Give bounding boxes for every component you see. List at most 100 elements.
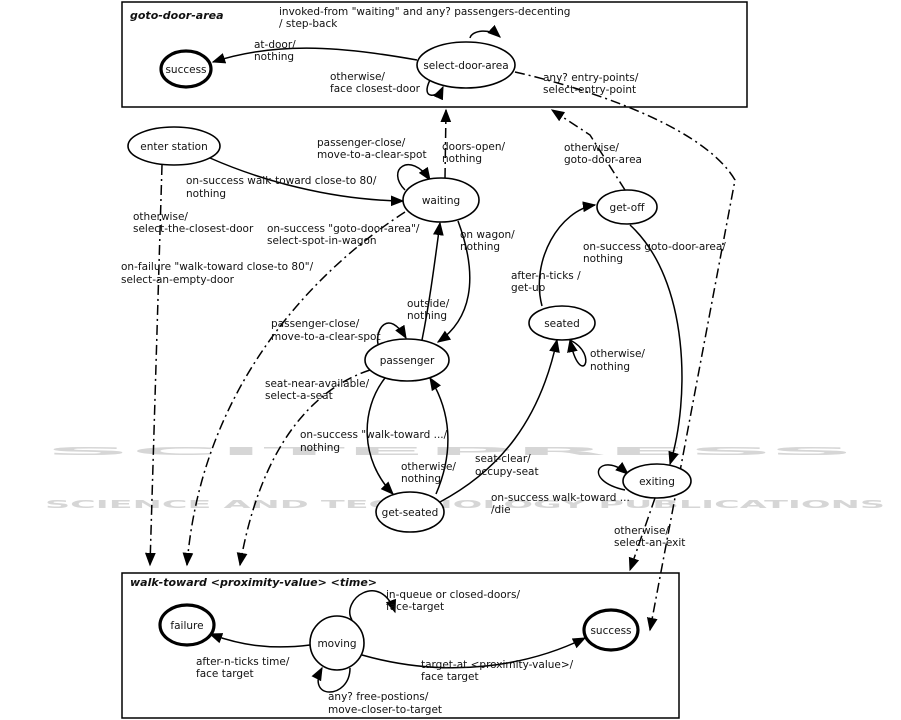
label-on-success-die: on-success walk-toward ... xyxy=(491,492,630,504)
edge-seat-clear xyxy=(439,338,560,503)
edge-doors-open xyxy=(440,108,452,179)
label-otherwise-exit: select-an-exit xyxy=(614,537,685,549)
state-label: enter station xyxy=(140,141,207,153)
label-on-success-goto2: on-success goto-door-area/ xyxy=(583,241,726,253)
edge-on-wagon xyxy=(436,220,471,343)
state-moving: moving xyxy=(309,615,365,671)
label-otherwise-gs: nothing xyxy=(401,473,441,485)
label-seat-near: select-a-seat xyxy=(265,390,333,402)
label-otherwise-seated: nothing xyxy=(590,361,630,373)
label-in-queue: face-target xyxy=(386,601,444,613)
label-free-positions: any? free-postions/ xyxy=(328,691,429,703)
label-otherwise-goto: otherwise/ xyxy=(564,142,619,154)
edge-enter-waiting xyxy=(209,157,405,207)
label-seat-clear: occupy-seat xyxy=(475,466,539,478)
state-label: select-door-area xyxy=(423,60,508,72)
label-invoked: invoked-from "waiting" and any? passenge… xyxy=(279,6,570,18)
state-get-seated: get-seated xyxy=(375,491,445,533)
edge-at-door xyxy=(211,47,418,64)
state-success-top: success xyxy=(159,49,213,89)
label-otherwise-gs: otherwise/ xyxy=(401,461,456,473)
label-otherwise-closest: otherwise/ xyxy=(133,211,188,223)
edge-outside xyxy=(421,221,444,341)
label-seat-near: seat-near-available/ xyxy=(265,378,370,390)
edge-otherwise-exit xyxy=(628,497,656,572)
label-seat-clear: seat-clear/ xyxy=(475,453,531,465)
state-label: exiting xyxy=(639,476,675,488)
state-label: waiting xyxy=(422,195,460,207)
label-on-wagon: on wagon/ xyxy=(460,229,515,241)
edge-otherwise-goto xyxy=(550,109,626,191)
label-otherwise-exit: otherwise/ xyxy=(614,525,669,537)
edge-on-failure xyxy=(182,211,406,567)
label-at-door: nothing xyxy=(254,51,294,63)
label-at-door: at-door/ xyxy=(254,39,296,51)
label-doors-open: doors-open/ xyxy=(442,141,505,153)
label-outside: outside/ xyxy=(407,298,450,310)
state-label: seated xyxy=(544,318,580,330)
label-on-success-walk2: on-success "walk-toward .../ xyxy=(300,429,448,441)
label-otherwise-closest-door: otherwise/ xyxy=(330,71,385,83)
state-success-bottom: success xyxy=(582,608,640,652)
state-exiting: exiting xyxy=(622,463,692,499)
label-doors-open: nothing xyxy=(442,153,482,165)
label-entry-points: select-entry-point xyxy=(543,84,636,96)
watermark-sub: SCIENCE AND TECHNOLOGY PUBLICATIONS xyxy=(45,499,885,511)
edge-otherwise-closest xyxy=(144,164,163,567)
edge-waiting-self xyxy=(397,164,431,191)
edge-step-back xyxy=(469,24,502,39)
state-label: failure xyxy=(170,620,203,632)
label-otherwise-seated: otherwise/ xyxy=(590,348,645,360)
label-on-success-walk: nothing xyxy=(186,188,226,200)
label-entry-points: any? entry-points/ xyxy=(543,72,639,84)
label-otherwise-closest-door: face closest-door xyxy=(330,83,421,95)
label-invoked: / step-back xyxy=(279,18,338,30)
edge-otherwise-gs xyxy=(429,376,449,495)
edge-exiting-self xyxy=(597,461,630,491)
state-get-off: get-off xyxy=(596,189,658,225)
label-on-wagon: nothing xyxy=(460,241,500,253)
edge-after-ticks xyxy=(208,633,311,648)
label-on-success-goto2: nothing xyxy=(583,253,623,265)
label-passenger-close-2: move-to-a-clear-spot xyxy=(271,331,381,343)
walk-toward-box xyxy=(121,572,680,719)
state-passenger: passenger xyxy=(364,338,450,382)
state-failure: failure xyxy=(158,603,216,647)
state-waiting: waiting xyxy=(402,177,480,223)
label-otherwise-closest: select-the-closest-door xyxy=(133,223,254,235)
label-after-ticks-time: face target xyxy=(196,668,254,680)
state-label: moving xyxy=(317,638,356,650)
label-on-success-walk: on-success walk-toward close-to 80/ xyxy=(186,175,377,187)
state-select-door-area: select-door-area xyxy=(416,41,516,89)
edge-get-up xyxy=(538,201,597,307)
state-label: get-seated xyxy=(382,507,439,519)
label-outside: nothing xyxy=(407,310,447,322)
label-after-n-ticks: after-n-ticks / xyxy=(511,270,581,282)
label-on-success-goto: select-spot-in-wagon xyxy=(267,235,377,247)
label-otherwise-goto: goto-door-area xyxy=(564,154,642,166)
label-target-at: target-at <proximity-value>/ xyxy=(421,659,574,671)
label-in-queue: in-queue or closed-doors/ xyxy=(386,589,520,601)
state-seated: seated xyxy=(528,305,596,341)
edge-seated-self xyxy=(567,338,587,367)
state-label: get-off xyxy=(610,202,646,214)
label-on-success-walk2: nothing xyxy=(300,442,340,454)
state-enter-station: enter station xyxy=(127,126,221,166)
label-on-success-die: /die xyxy=(491,504,511,516)
label-on-failure: on-failure "walk-toward close-to 80"/ xyxy=(121,261,314,273)
edge-queue xyxy=(349,590,396,621)
watermark-main: SCITEPRESS xyxy=(45,446,855,458)
edge-passenger-self xyxy=(376,322,407,345)
edge-get-off-exiting xyxy=(629,224,683,466)
walk-toward-title: walk-toward <proximity-value> <time> xyxy=(130,576,377,589)
edge-entry-point xyxy=(514,71,736,632)
label-passenger-close: move-to-a-clear-spot xyxy=(317,149,427,161)
edge-labels: invoked-from "waiting" and any? passenge… xyxy=(121,6,726,716)
edges xyxy=(144,24,736,693)
label-on-success-goto: on-success "goto-door-area"/ xyxy=(267,223,420,235)
goto-door-area-title: goto-door-area xyxy=(130,9,224,22)
state-label: success xyxy=(590,625,631,637)
edge-target-at xyxy=(361,637,587,669)
label-after-ticks-time: after-n-ticks time/ xyxy=(196,656,290,668)
label-free-positions: move-closer-to-target xyxy=(328,704,442,716)
